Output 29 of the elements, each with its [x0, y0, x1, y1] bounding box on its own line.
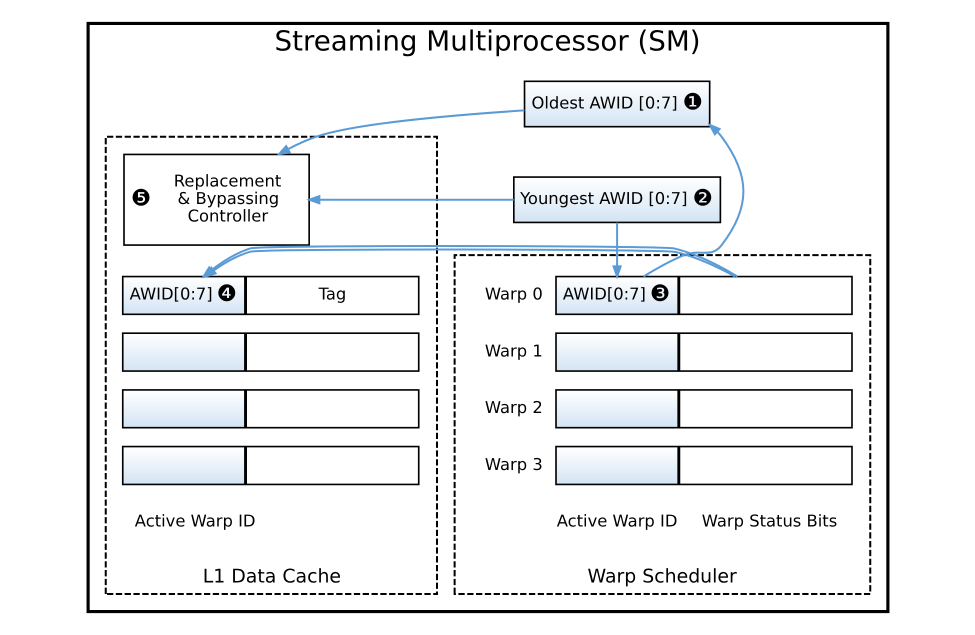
node-box [244, 332, 420, 372]
label: Active Warp ID [134, 511, 256, 530]
label: Warp 0 [484, 284, 542, 304]
label: Warp 3 [484, 454, 542, 474]
node-box [121, 332, 246, 372]
label: Warp Status Bits [701, 511, 837, 530]
node-box [121, 446, 246, 486]
node-box: Tag [244, 276, 420, 316]
node-box: ❺ Replacement & Bypassing Controller [122, 154, 310, 246]
node-box: AWID[0:7] ❹ [121, 276, 246, 316]
arrow [306, 194, 514, 205]
node-box [678, 332, 852, 372]
label: Active Warp ID [556, 511, 677, 530]
node-box [554, 332, 678, 372]
node-box: Youngest AWID [0:7] ❷ [512, 176, 721, 224]
node-box [678, 276, 852, 316]
node-box [121, 389, 246, 429]
label: Warp 2 [484, 398, 542, 418]
node-box [678, 446, 852, 486]
node-box [244, 389, 420, 429]
arrow [276, 109, 524, 156]
node-box [554, 446, 678, 486]
node-box [554, 389, 678, 429]
label: Warp 1 [484, 341, 542, 360]
node-box: AWID[0:7] ❸ [554, 276, 678, 316]
arrow [612, 222, 622, 280]
node-box [678, 389, 852, 429]
node-box [244, 446, 420, 486]
node-box: Oldest AWID [0:7] ❶ [523, 80, 710, 128]
